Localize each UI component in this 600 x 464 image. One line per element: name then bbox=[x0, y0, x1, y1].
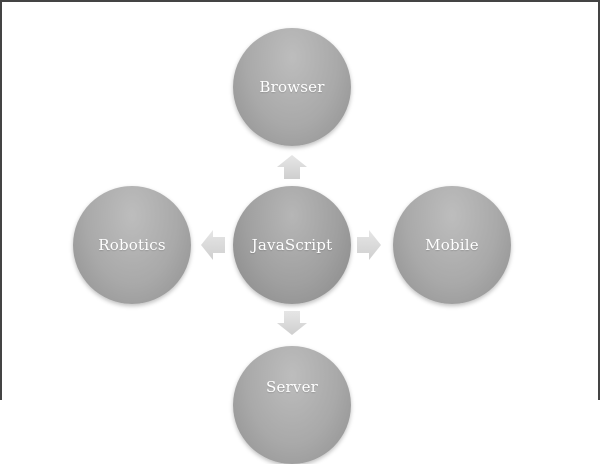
node-label: JavaScript bbox=[251, 236, 333, 254]
node-robotics: Robotics bbox=[73, 186, 191, 304]
node-label: Browser bbox=[259, 78, 325, 96]
node-label: Mobile bbox=[425, 236, 479, 254]
node-server: Server bbox=[233, 346, 351, 464]
node-javascript-hub: JavaScript bbox=[233, 186, 351, 304]
node-label: Server bbox=[265, 378, 319, 396]
arrow-up-icon bbox=[276, 154, 308, 180]
node-label: Robotics bbox=[98, 236, 166, 254]
node-mobile: Mobile bbox=[393, 186, 511, 304]
arrow-right-icon bbox=[356, 229, 382, 261]
arrow-left-icon bbox=[200, 229, 226, 261]
arrow-down-icon bbox=[276, 310, 308, 336]
node-browser: Browser bbox=[233, 28, 351, 146]
